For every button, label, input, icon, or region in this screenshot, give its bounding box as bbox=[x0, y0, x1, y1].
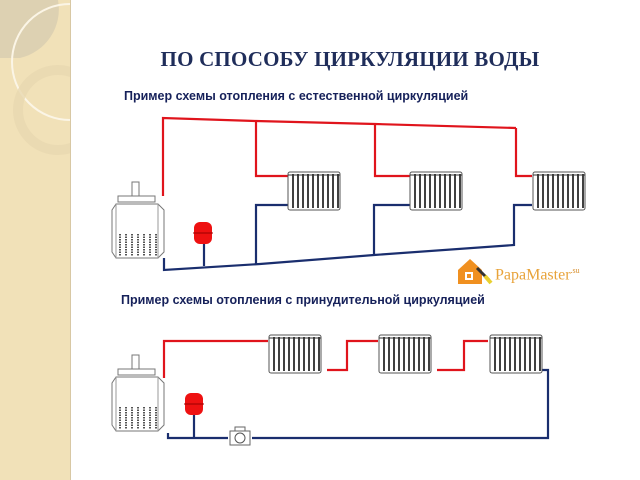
expansion-tank-icon bbox=[192, 221, 214, 245]
return-pipes bbox=[162, 203, 532, 272]
radiator-icon bbox=[268, 334, 322, 374]
radiator-icon bbox=[532, 171, 586, 211]
forced-circulation-diagram bbox=[111, 334, 550, 446]
boiler-icon bbox=[111, 354, 165, 432]
decorative-circles-icon bbox=[0, 0, 70, 155]
radiator-icon bbox=[378, 334, 432, 374]
forced-circulation-caption: Пример схемы отопления с принудительной … bbox=[121, 293, 485, 307]
expansion-tank-icon bbox=[183, 392, 205, 416]
house-brush-icon bbox=[458, 259, 493, 285]
circulation-pump-icon bbox=[229, 426, 251, 446]
supply-pipes bbox=[161, 116, 532, 196]
boiler-icon bbox=[111, 181, 165, 259]
radiator-icon bbox=[489, 334, 543, 374]
natural-circulation-diagram bbox=[111, 116, 586, 272]
slide-title: ПО СПОСОБУ ЦИРКУЛЯЦИИ ВОДЫ bbox=[160, 47, 540, 71]
brand-name: PapaMaster.su bbox=[495, 266, 580, 284]
return-pipes bbox=[166, 368, 550, 440]
natural-circulation-caption: Пример схемы отопления с естественной ци… bbox=[124, 89, 469, 103]
radiator-icon bbox=[287, 171, 341, 211]
radiator-icon bbox=[409, 171, 463, 211]
decorative-sidebar bbox=[0, 0, 71, 480]
supply-pipes bbox=[162, 339, 488, 378]
